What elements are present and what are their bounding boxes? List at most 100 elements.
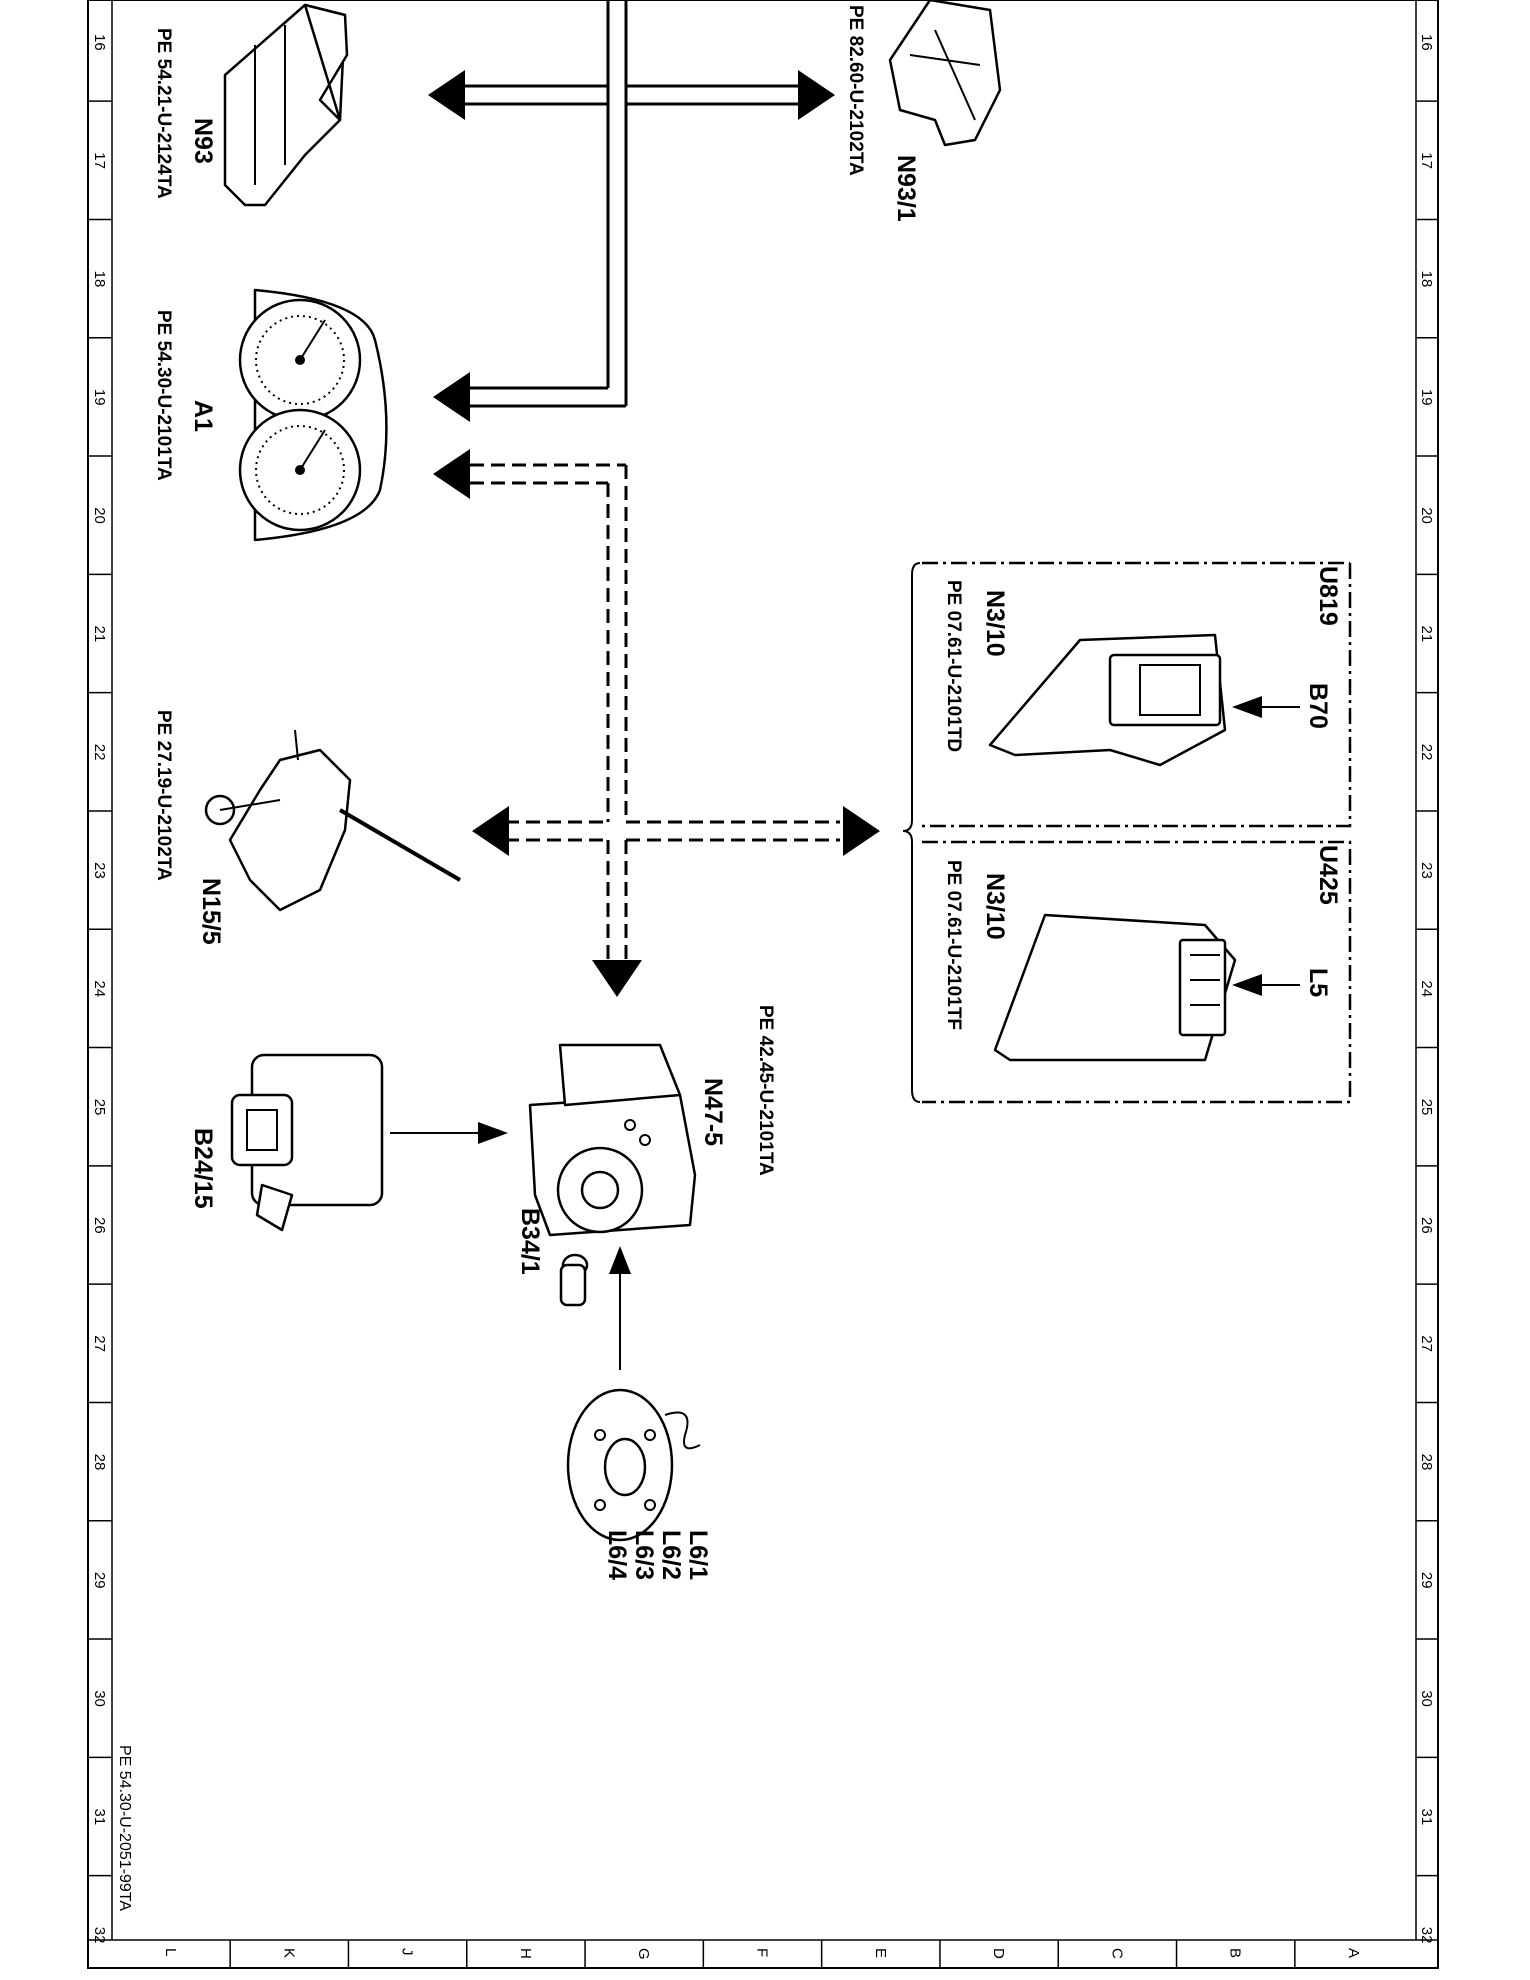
row-label-left: 31: [91, 1809, 108, 1826]
l6-wheel-sensor-drawing: [566, 1388, 701, 1542]
row-label-right: 28: [1418, 1454, 1435, 1471]
arrow-to-a1-dashed: [433, 449, 470, 499]
row-label-left: 24: [91, 980, 108, 997]
a1-labels: A1 PE 54.30-U-2101TA: [153, 310, 217, 481]
signal-arrows: [390, 696, 1300, 1370]
n15-5-ref: PE 27.19-U-2102TA: [153, 710, 174, 881]
u819-box: [922, 563, 1352, 828]
row-label-right: 19: [1418, 389, 1435, 406]
document-reference: PE 54.30-U-2051-99TA: [116, 1745, 133, 1911]
row-label-left: 21: [91, 626, 108, 643]
column-label: A: [1345, 1948, 1362, 1958]
row-label-right: 22: [1418, 744, 1435, 761]
row-label-right: 29: [1418, 1572, 1435, 1589]
column-label: J: [399, 1948, 416, 1956]
row-label-left: 17: [91, 152, 108, 169]
arrow-to-a1: [433, 372, 470, 422]
u819-n3-10-label: N3/10: [981, 590, 1009, 657]
n15-5-selector-drawing: [204, 729, 462, 912]
arrow-to-engine-group: [843, 806, 880, 856]
engine-variant-group: [902, 561, 1352, 1104]
b34-1-labels: B34/1: [516, 1208, 544, 1275]
u425-ref: PE 07.61-U-2101TF: [943, 860, 964, 1030]
u425-n3-10-label: N3/10: [981, 873, 1009, 940]
u425-labels: U425 L5 N3/10 PE 07.61-U-2101TF: [943, 845, 1342, 1030]
solid-arrowheads: [428, 70, 835, 422]
column-label: C: [1108, 1948, 1125, 1959]
row-label-left: 29: [91, 1572, 108, 1589]
row-label-left: 22: [91, 744, 108, 761]
n93-ref: PE 54.21-U-2124TA: [153, 28, 174, 199]
row-label-left: 32: [91, 1927, 108, 1944]
row-label-right: 16: [1418, 34, 1435, 51]
a1-ref: PE 54.30-U-2101TA: [153, 310, 174, 481]
row-label-right: 25: [1418, 1099, 1435, 1116]
b24-15-sensor-drawing: [230, 1053, 384, 1232]
n15-5-label: N15/5: [197, 878, 225, 945]
row-label-right: 32: [1418, 1927, 1435, 1944]
b34-1-label: B34/1: [516, 1208, 544, 1275]
u819-labels: U819 B70 N3/10 PE 07.61-U-2101TD: [943, 566, 1342, 752]
arrow-to-n47-5: [592, 960, 642, 997]
u425-ecu-drawing: [993, 913, 1237, 1062]
l6-3-label: L6/3: [630, 1530, 658, 1580]
arrow-to-n93: [428, 70, 465, 120]
column-label: G: [635, 1948, 652, 1960]
n93-labels: N93 PE 54.21-U-2124TA: [153, 28, 217, 199]
n93-1-module-drawing: [888, 0, 1002, 147]
column-label: E: [872, 1948, 889, 1958]
column-label: K: [280, 1948, 297, 1958]
row-label-left: 25: [91, 1099, 108, 1116]
n93-1-labels: N93/1 PE 82.60-U-2102TA: [845, 5, 920, 222]
b34-1-sensor-drawing: [559, 1253, 589, 1307]
n93-label: N93: [189, 118, 217, 164]
n93-1-label: N93/1: [892, 155, 920, 222]
n47-5-labels: N47-5 PE 42.45-U-2101TA: [699, 1005, 776, 1176]
u425-box: [922, 840, 1352, 1104]
row-label-left: 28: [91, 1454, 108, 1471]
row-grid: 16 16 17 17 18 18 19 19 20 20 21 21 22 22 23 23 24 24 25 25…: [88, 34, 1438, 1943]
l6-1-label: L6/1: [684, 1530, 712, 1580]
row-label-right: 31: [1418, 1809, 1435, 1826]
column-label: B: [1227, 1948, 1244, 1958]
b24-15-label: B24/15: [189, 1128, 217, 1209]
l6-4-label: L6/4: [603, 1530, 631, 1580]
n47-5-esp-unit-drawing: [528, 1043, 697, 1237]
n93-1-ref: PE 82.60-U-2102TA: [845, 5, 866, 176]
group-brace: [902, 562, 921, 1103]
row-label-left: 19: [91, 389, 108, 406]
row-label-right: 17: [1418, 152, 1435, 169]
n47-5-ref: PE 42.45-U-2101TA: [755, 1005, 776, 1176]
row-label-left: 18: [91, 271, 108, 288]
row-label-right: 27: [1418, 1335, 1435, 1352]
b24-15-labels: B24/15: [189, 1128, 217, 1209]
row-label-right: 23: [1418, 862, 1435, 879]
row-label-right: 21: [1418, 626, 1435, 643]
n93-module-drawing: [223, 3, 349, 207]
row-label-right: 24: [1418, 980, 1435, 997]
column-label: L: [162, 1948, 179, 1956]
row-label-left: 30: [91, 1690, 108, 1707]
row-label-left: 26: [91, 1217, 108, 1234]
row-label-right: 20: [1418, 507, 1435, 524]
row-label-left: 20: [91, 507, 108, 524]
column-label: F: [754, 1948, 771, 1957]
n47-5-label: N47-5: [699, 1078, 727, 1146]
u425-label: U425: [1314, 845, 1342, 905]
drawing-frame: [87, 0, 1439, 1969]
can-bus-solid: [460, 0, 800, 408]
row-label-right: 18: [1418, 271, 1435, 288]
n15-5-labels: N15/5 PE 27.19-U-2102TA: [153, 710, 225, 945]
row-label-left: 16: [91, 34, 108, 51]
column-label: D: [990, 1948, 1007, 1959]
b70-label: B70: [1304, 683, 1332, 729]
column-label: H: [517, 1948, 534, 1959]
row-label-left: 23: [91, 862, 108, 879]
row-label-left: 27: [91, 1335, 108, 1352]
row-label-right: 30: [1418, 1690, 1435, 1707]
row-label-right: 26: [1418, 1217, 1435, 1234]
l6-labels: L6/1 L6/2 L6/3 L6/4: [603, 1530, 712, 1580]
can-bus-dashed: [470, 463, 840, 960]
